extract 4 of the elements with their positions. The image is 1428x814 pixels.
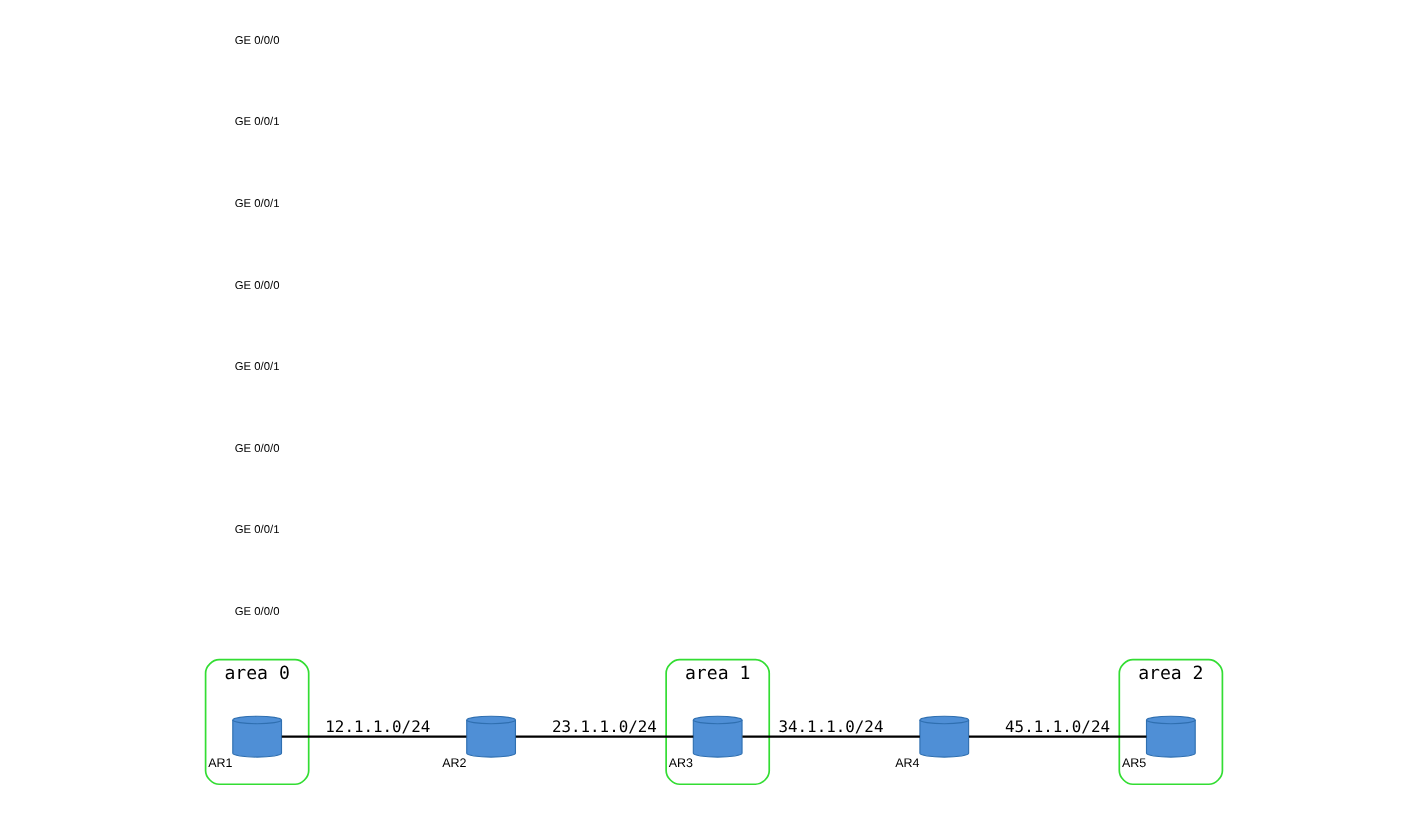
connector [515,735,694,738]
connector [742,735,920,738]
connector [281,735,467,738]
connector [969,735,1147,738]
